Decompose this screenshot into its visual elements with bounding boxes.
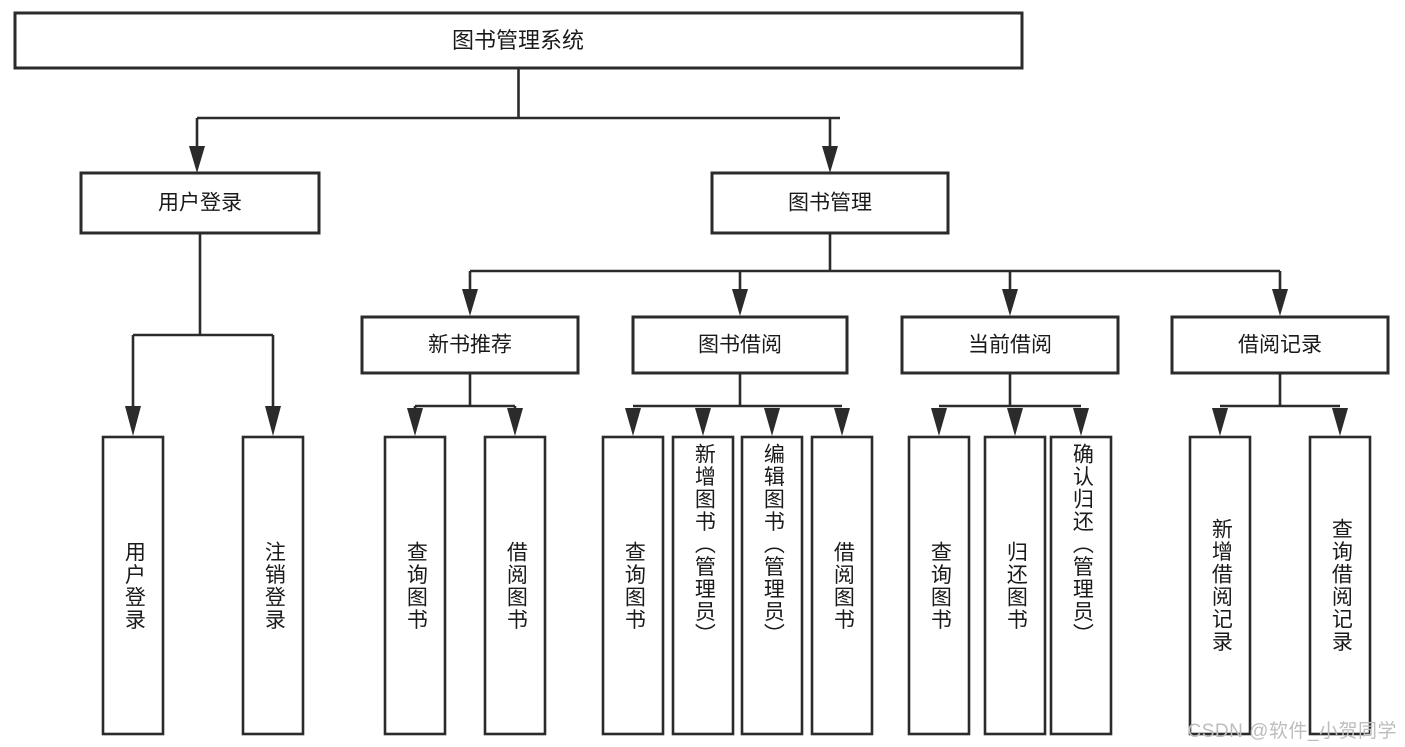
leaf-box-edit-book-admin[interactable] xyxy=(740,435,804,736)
arrow-head-leaf-edit-book-admin xyxy=(764,408,780,436)
node-root-box[interactable] xyxy=(13,11,1024,70)
arrow-head-leaf-borrow-book-2 xyxy=(834,408,850,436)
leaf-box-add-borrow-record[interactable] xyxy=(1188,435,1252,736)
node-book-borrow[interactable]: 图书借阅 xyxy=(631,315,849,375)
leaf-box-confirm-return[interactable] xyxy=(1049,435,1113,736)
leaf-box-user-logout[interactable] xyxy=(241,435,305,736)
leaf-box-layer xyxy=(101,435,1372,736)
arrow-head-leaf-query-book-3 xyxy=(931,408,947,436)
leaf-box-user-login[interactable] xyxy=(101,435,165,736)
leaf-box-borrow-book-1[interactable] xyxy=(483,435,547,736)
node-user-login[interactable]: 用户登录 xyxy=(79,171,321,235)
node-current-borrow-label: 当前借阅 xyxy=(968,334,1052,357)
arrow-head-leaf-borrow-book-1 xyxy=(507,408,523,436)
node-book-manage-label: 图书管理 xyxy=(788,192,872,215)
node-user-login-box[interactable] xyxy=(79,171,321,235)
leaf-box-return-book[interactable] xyxy=(983,435,1047,736)
node-book-borrow-box[interactable] xyxy=(631,315,849,375)
leaf-box-query-book-1[interactable] xyxy=(383,435,447,736)
arrow-head-leaf-user-logout xyxy=(265,406,281,436)
arrow-head-book-manage xyxy=(822,146,838,173)
arrow-head-new-book-recommend xyxy=(462,289,478,316)
node-borrow-record-box[interactable] xyxy=(1170,315,1390,375)
node-new-book-recommend[interactable]: 新书推荐 xyxy=(360,315,580,375)
arrow-head-leaf-confirm-return xyxy=(1073,408,1089,436)
node-current-borrow-box[interactable] xyxy=(900,315,1120,375)
leaf-box-query-borrow-record[interactable] xyxy=(1308,435,1372,736)
arrow-head-leaf-query-book-1 xyxy=(407,408,423,436)
arrow-head-leaf-user-login xyxy=(125,406,141,436)
arrow-head-user-login xyxy=(189,146,205,173)
leaf-box-query-book-3[interactable] xyxy=(907,435,971,736)
node-new-book-recommend-box[interactable] xyxy=(360,315,580,375)
arrow-head-leaf-query-book-2 xyxy=(625,408,641,436)
node-book-manage-box[interactable] xyxy=(710,171,950,235)
arrow-head-leaf-add-borrow-record xyxy=(1212,408,1228,436)
arrow-head-leaf-add-book-admin xyxy=(695,408,711,436)
arrow-head-current-borrow xyxy=(1002,289,1018,316)
leaf-box-add-book-admin[interactable] xyxy=(671,435,735,736)
node-user-login-label: 用户登录 xyxy=(158,192,242,215)
node-current-borrow[interactable]: 当前借阅 xyxy=(900,315,1120,375)
connector-layer xyxy=(125,68,1348,436)
node-root-label: 图书管理系统 xyxy=(452,28,584,53)
node-root[interactable]: 图书管理系统 xyxy=(13,11,1024,70)
arrow-head-leaf-query-borrow-record xyxy=(1332,408,1348,436)
node-new-book-recommend-label: 新书推荐 xyxy=(428,334,512,357)
arrow-head-book-borrow xyxy=(732,289,748,316)
node-borrow-record-label: 借阅记录 xyxy=(1238,334,1322,357)
arrow-head-borrow-record xyxy=(1272,289,1288,316)
node-book-borrow-label: 图书借阅 xyxy=(698,334,782,357)
node-book-manage[interactable]: 图书管理 xyxy=(710,171,950,235)
arrow-head-leaf-return-book xyxy=(1007,408,1023,436)
leaf-box-query-book-2[interactable] xyxy=(601,435,665,736)
csdn-watermark: CSDN @软件_小贺同学 xyxy=(1187,721,1397,742)
node-borrow-record[interactable]: 借阅记录 xyxy=(1170,315,1390,375)
leaf-box-borrow-book-2[interactable] xyxy=(810,435,874,736)
